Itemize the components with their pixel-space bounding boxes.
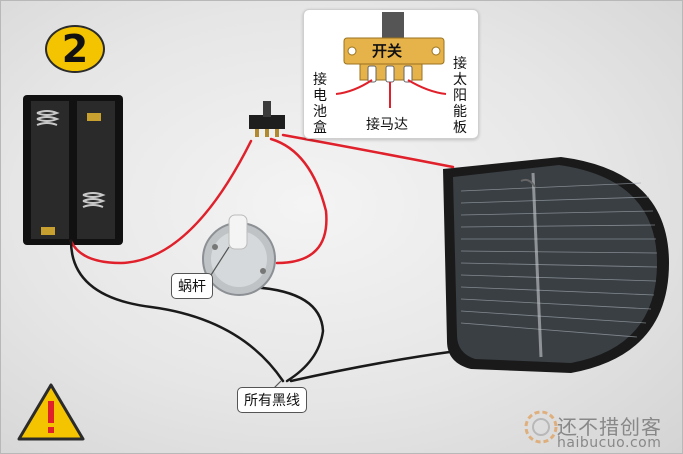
wires bbox=[69, 133, 459, 383]
worm-leader bbox=[210, 246, 230, 276]
switch-detail-drawing bbox=[335, 12, 447, 108]
warning-icon bbox=[17, 383, 85, 441]
battery-holder-icon bbox=[23, 95, 123, 245]
all-black-wires-tag: 所有黑线 bbox=[237, 387, 307, 413]
switch-detail-inset: 开关 接电池盒 接马达 接太阳能板 bbox=[303, 9, 479, 139]
to-motor-label: 接马达 bbox=[366, 117, 408, 133]
dc-motor-icon bbox=[202, 214, 276, 296]
watermark-name: 还不措创客 bbox=[557, 415, 662, 439]
solar-panel-icon bbox=[443, 157, 669, 373]
to-solar-panel-label: 接太阳能板 bbox=[453, 56, 467, 136]
worm-tag: 蜗杆 bbox=[171, 273, 213, 299]
step-number-badge: 2 bbox=[45, 25, 105, 73]
to-battery-box-label: 接电池盒 bbox=[313, 72, 327, 136]
watermark-gear-icon bbox=[524, 410, 558, 444]
watermark-site: haibucuo.com bbox=[557, 435, 662, 451]
switch-label: 开关 bbox=[372, 42, 403, 60]
slide-switch-icon bbox=[249, 101, 285, 137]
